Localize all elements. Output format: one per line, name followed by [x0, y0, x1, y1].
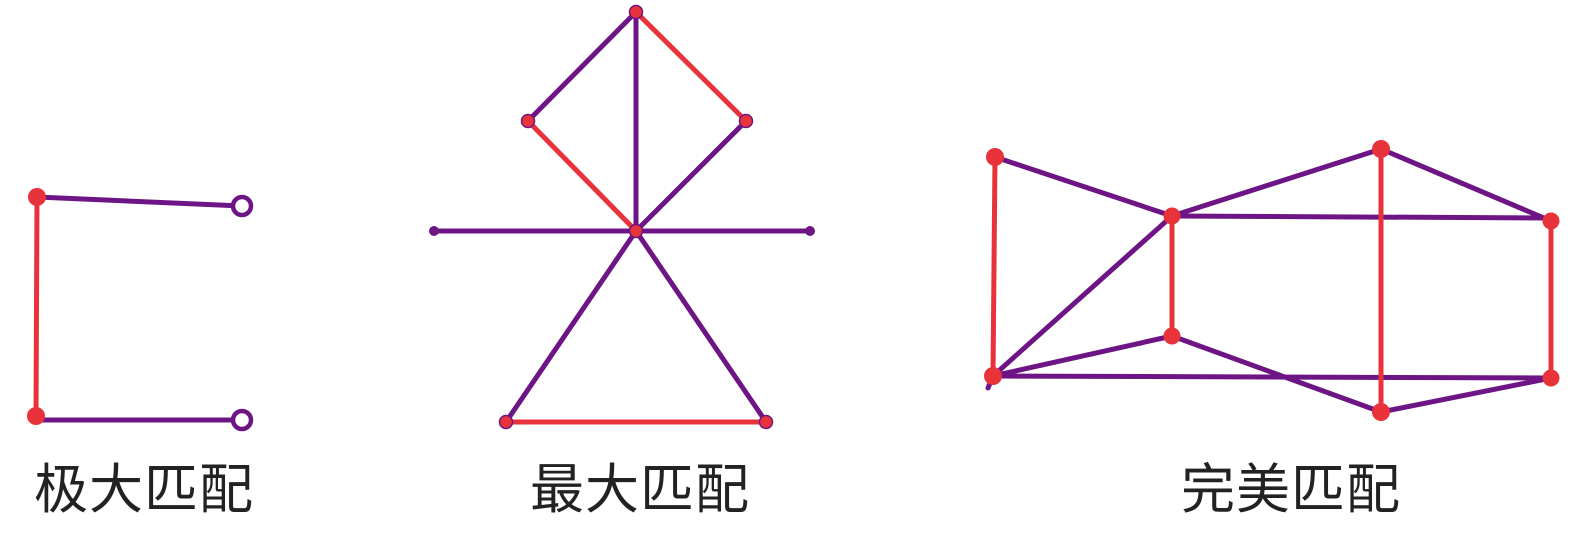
- unmatched-edge: [1378, 375, 1554, 415]
- unmatched-edge: [1169, 333, 1384, 415]
- caption-maximum-matching: 最大匹配: [530, 458, 750, 521]
- unmatched-vertex: [230, 194, 254, 218]
- maximal-matching-graph: [27, 188, 254, 432]
- matched-vertex: [986, 148, 1004, 166]
- unmatched-edge: [990, 333, 1175, 379]
- unmatched-edge: [525, 9, 639, 124]
- matched-edge: [33, 194, 40, 419]
- caption-perfect-matching: 完美匹配: [1181, 458, 1401, 521]
- matched-vertex: [984, 367, 1002, 385]
- unmatched-edge: [992, 154, 1175, 219]
- unmatched-edge: [1378, 146, 1554, 224]
- matched-vertex: [1163, 207, 1181, 225]
- matched-vertex: [28, 188, 46, 206]
- matched-vertex: [1163, 327, 1181, 345]
- matched-edge: [633, 9, 749, 124]
- matched-vertex: [758, 414, 774, 430]
- perfect-matching-graph: [984, 140, 1560, 421]
- matched-vertex: [1542, 369, 1560, 387]
- caption-maximal-matching: 极大匹配: [34, 458, 254, 521]
- matched-vertex: [27, 407, 45, 425]
- matched-vertex: [520, 113, 536, 129]
- matched-vertex: [628, 4, 644, 20]
- unmatched-vertex: [805, 226, 815, 236]
- matched-edge: [990, 154, 998, 379]
- unmatched-edge: [633, 228, 769, 425]
- matched-vertex: [1372, 140, 1390, 158]
- matched-vertex: [628, 223, 644, 239]
- unmatched-edge: [633, 118, 749, 234]
- matched-vertex: [738, 113, 754, 129]
- unmatched-edge: [1169, 146, 1384, 219]
- unmatched-edge: [990, 373, 1554, 381]
- unmatched-vertex: [230, 408, 254, 432]
- unmatched-vertex: [429, 226, 439, 236]
- unmatched-edge: [990, 213, 1175, 379]
- unmatched-edge: [34, 194, 245, 209]
- matched-vertex: [498, 414, 514, 430]
- matched-vertex: [1372, 403, 1390, 421]
- unmatched-edge: [503, 228, 639, 425]
- matched-edge: [525, 118, 639, 234]
- matched-vertex: [1542, 212, 1560, 230]
- unmatched-edge: [1169, 213, 1554, 221]
- maximum-matching-graph: [429, 4, 815, 430]
